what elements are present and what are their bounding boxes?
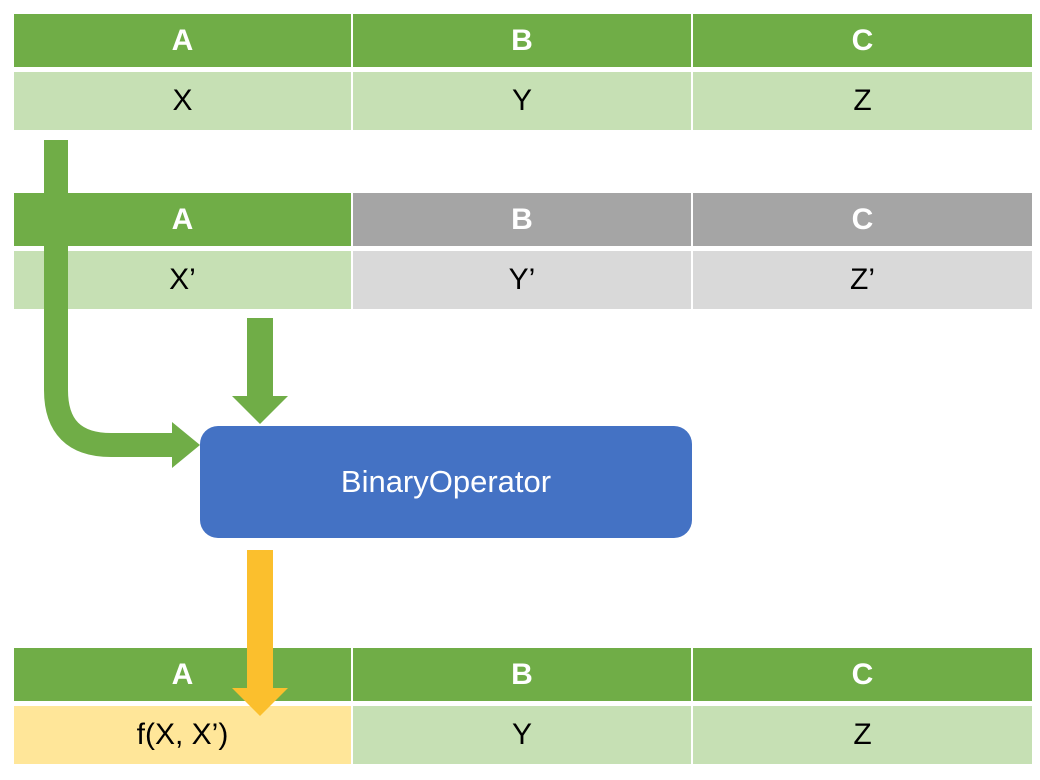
header-cell-c: C [693,193,1032,251]
input-table-2: A B C X’ Y’ Z’ [14,193,1032,309]
straight-arrow-from-x-prime [247,318,273,398]
binary-operator-box: BinaryOperator [200,426,692,538]
data-cell-c: Z [693,72,1032,130]
data-cell-c: Z [693,706,1032,764]
result-cell-a: f(X, X’) [14,706,353,764]
header-cell-a: A [14,193,353,251]
header-cell-a: A [14,648,353,706]
data-cell-a: X’ [14,251,353,309]
curved-arrow-head [172,422,200,468]
input-table-1-data-row: X Y Z [14,72,1032,130]
straight-arrow-head [232,396,288,424]
data-cell-b: Y [353,706,693,764]
header-cell-b: B [353,648,693,706]
header-cell-b: B [353,193,693,251]
input-table-2-header-row: A B C [14,193,1032,251]
data-cell-b: Y’ [353,251,693,309]
header-cell-a: A [14,14,353,72]
result-table-data-row: f(X, X’) Y Z [14,706,1032,764]
input-table-1: A B C X Y Z [14,14,1032,130]
result-table-header-row: A B C [14,648,1032,706]
input-table-2-data-row: X’ Y’ Z’ [14,251,1032,309]
data-cell-a: X [14,72,353,130]
header-cell-c: C [693,648,1032,706]
data-cell-c: Z’ [693,251,1032,309]
header-cell-c: C [693,14,1032,72]
data-cell-b: Y [353,72,693,130]
input-table-1-header-row: A B C [14,14,1032,72]
result-table: A B C f(X, X’) Y Z [14,648,1032,764]
header-cell-b: B [353,14,693,72]
